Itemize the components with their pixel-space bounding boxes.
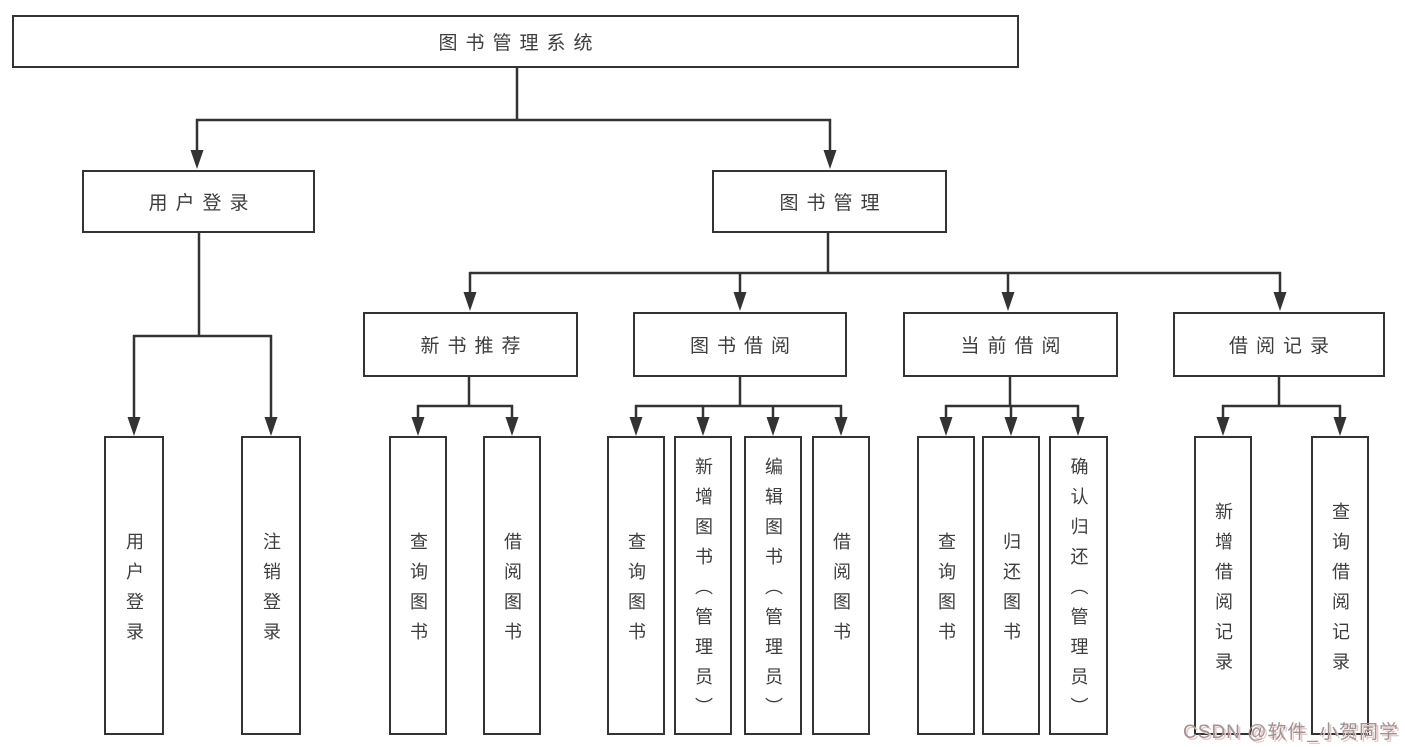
node-new-book-recommend-label: 新书推荐	[420, 336, 529, 357]
node-book-borrow-label: 图书借阅	[689, 336, 798, 357]
leaf-confirm-return-admin: 确认归还（管理员）	[1049, 436, 1108, 735]
node-current-borrow-label: 当前借阅	[960, 336, 1069, 357]
connector-root-to-level2	[190, 68, 837, 169]
leaf-current-query-books: 查询图书	[917, 436, 975, 735]
connector-new-book-recommend-to-leaves	[411, 377, 519, 436]
leaf-return-book-label: 归还图书	[1001, 531, 1021, 652]
leaf-edit-book-admin-label: 编辑图书（管理员）	[763, 456, 783, 727]
connector-user-login-to-leaves	[127, 233, 278, 436]
node-user-login-label: 用户登录	[148, 193, 257, 214]
leaf-borrow-books-label: 借阅图书	[831, 531, 851, 652]
connector-book-borrow-to-leaves	[629, 377, 848, 436]
leaf-edit-book-admin: 编辑图书（管理员）	[744, 436, 802, 735]
leaf-confirm-return-admin-label: 确认归还（管理员）	[1068, 456, 1089, 727]
leaf-recommend-query-books-label: 查询图书	[408, 531, 428, 652]
leaf-query-borrow-record: 查询借阅记录	[1311, 436, 1369, 735]
csdn-watermark: CSDN @软件_小贺同学	[1183, 722, 1399, 743]
leaf-add-borrow-record: 新增借阅记录	[1194, 436, 1252, 735]
node-book-management-label: 图书管理	[779, 193, 888, 214]
leaf-borrow-books: 借阅图书	[812, 436, 870, 735]
connector-borrow-records-to-leaves	[1216, 377, 1347, 436]
node-root: 图书管理系统	[12, 15, 1019, 68]
leaf-recommend-query-books: 查询图书	[389, 436, 447, 735]
leaf-query-borrow-record-label: 查询借阅记录	[1330, 501, 1350, 682]
leaf-add-book-admin-label: 新增图书（管理员）	[693, 456, 713, 727]
leaf-user-login: 用户登录	[104, 436, 164, 735]
node-user-login: 用户登录	[82, 170, 315, 233]
leaf-current-query-books-label: 查询图书	[936, 531, 956, 652]
leaf-return-book: 归还图书	[982, 436, 1040, 735]
leaf-recommend-borrow-books-label: 借阅图书	[502, 531, 522, 652]
node-book-management: 图书管理	[712, 170, 947, 233]
connector-current-borrow-to-leaves	[939, 377, 1085, 436]
node-new-book-recommend: 新书推荐	[363, 312, 578, 377]
node-book-borrow: 图书借阅	[633, 312, 847, 377]
leaf-logout: 注销登录	[241, 436, 301, 735]
node-borrow-records-label: 借阅记录	[1228, 336, 1337, 357]
leaf-borrow-query-books-label: 查询图书	[626, 531, 646, 652]
leaf-recommend-borrow-books: 借阅图书	[483, 436, 541, 735]
node-borrow-records: 借阅记录	[1173, 312, 1385, 377]
leaf-borrow-query-books: 查询图书	[607, 436, 665, 735]
connector-book-management-to-level3	[463, 233, 1287, 311]
leaf-add-borrow-record-label: 新增借阅记录	[1213, 501, 1233, 682]
leaf-add-book-admin: 新增图书（管理员）	[674, 436, 732, 735]
leaf-logout-label: 注销登录	[261, 531, 281, 652]
node-root-label: 图书管理系统	[438, 33, 601, 54]
node-current-borrow: 当前借阅	[903, 312, 1118, 377]
leaf-user-login-label: 用户登录	[124, 531, 144, 652]
